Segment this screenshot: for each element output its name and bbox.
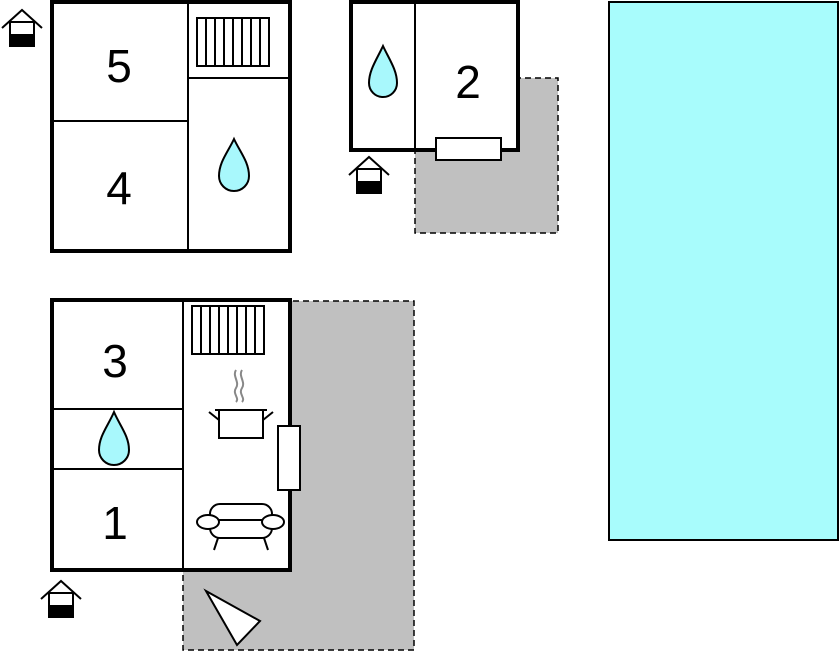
stairs-icon [191,305,265,355]
room-label-4: 4 [106,162,132,214]
room-label-5: 5 [106,40,132,92]
north-arrow-icon [203,588,262,647]
entrance-icon [40,579,82,618]
window-icon [435,137,502,161]
building-top-middle: 2 [349,0,520,161]
building-top-left: 5 4 [50,0,292,253]
water-drop-icon [97,409,131,466]
water-drop-icon [217,136,251,192]
window-icon [277,425,301,491]
cooking-pot-icon [208,369,274,439]
room-label-2: 2 [455,56,481,108]
water-drop-icon [367,43,399,98]
building-bottom-left: 3 1 [50,298,301,572]
entrance-icon [348,155,390,194]
room-label-3: 3 [102,335,128,387]
entrance-icon [1,8,43,47]
stairs-icon [196,17,270,67]
room-label-1: 1 [102,497,128,549]
sofa-icon [196,503,285,551]
swimming-pool [608,1,839,541]
